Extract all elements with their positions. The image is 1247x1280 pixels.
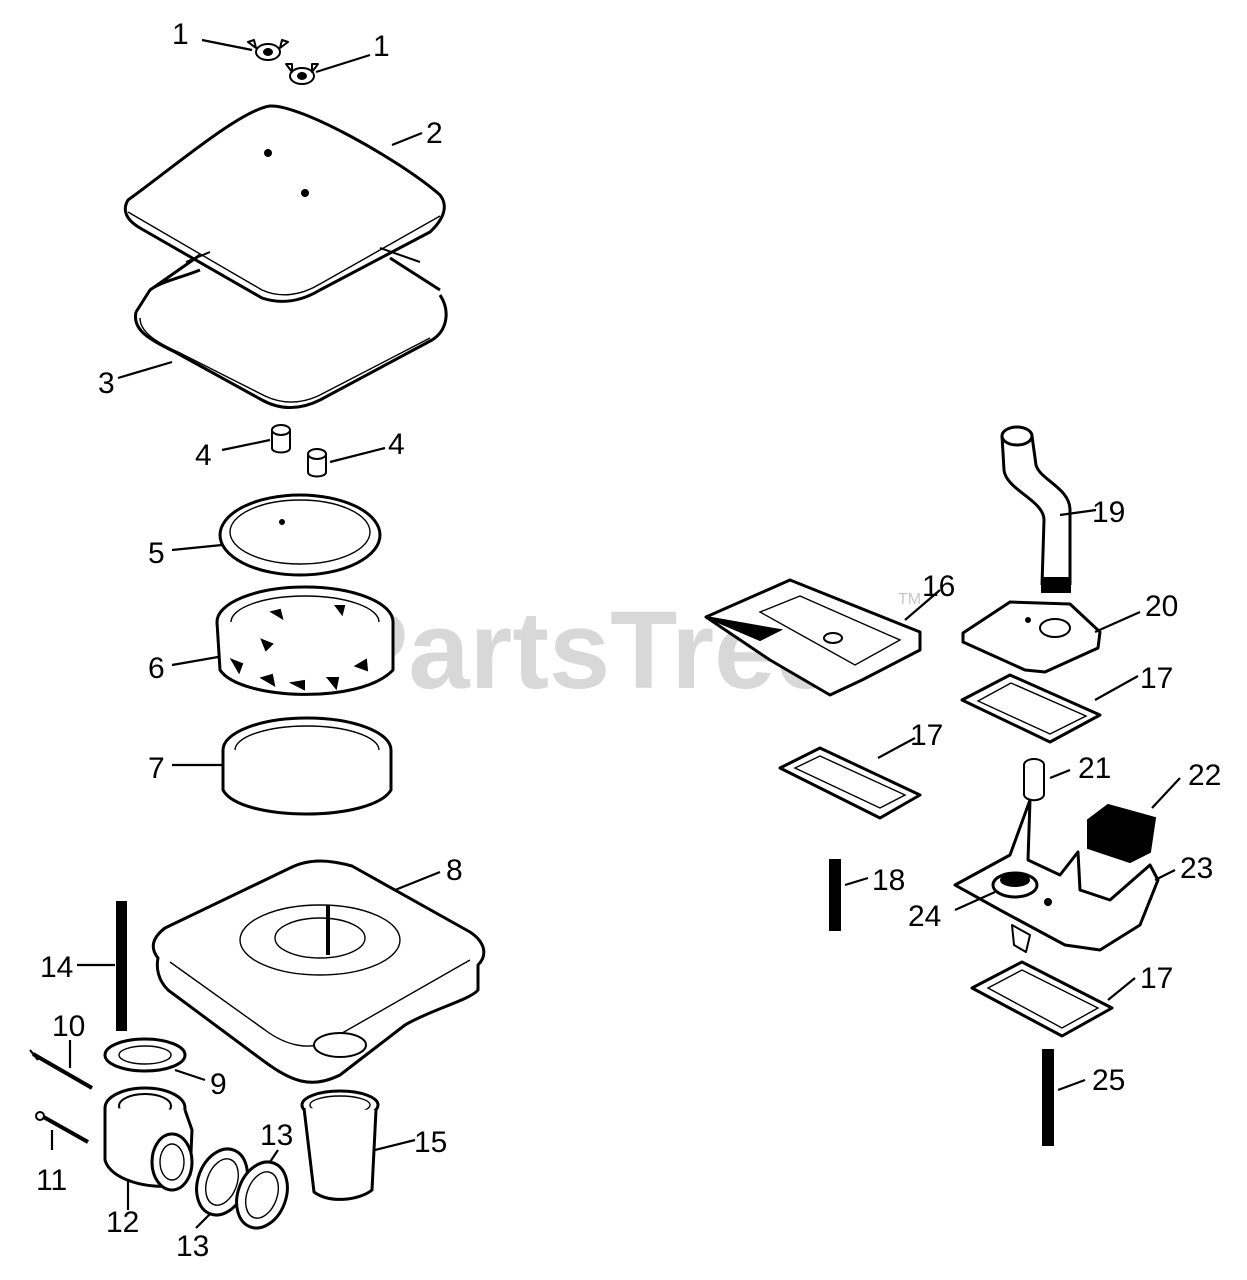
label-16: 16 xyxy=(922,570,955,603)
label-12: 12 xyxy=(106,1206,139,1239)
part-23-bracket-housing xyxy=(953,798,1160,953)
part-5-dish xyxy=(218,493,382,577)
part-12-elbow xyxy=(103,1086,194,1192)
label-4a: 4 xyxy=(195,439,212,472)
label-6: 6 xyxy=(148,652,165,685)
label-17a: 17 xyxy=(1140,662,1173,695)
label-13b: 13 xyxy=(176,1230,209,1263)
label-18: 18 xyxy=(872,864,905,897)
label-7: 7 xyxy=(148,752,165,785)
label-9: 9 xyxy=(210,1068,227,1101)
part-4-spacer-b xyxy=(307,448,327,478)
label-3: 3 xyxy=(98,367,115,400)
part-24-fitting xyxy=(991,871,1039,899)
label-24: 24 xyxy=(908,900,941,933)
watermark-trademark: TM xyxy=(898,591,921,608)
label-17c: 17 xyxy=(1140,962,1173,995)
part-14-stud xyxy=(116,901,127,1031)
part-7-filter-element xyxy=(221,716,393,816)
part-16-baffle-plate xyxy=(704,578,922,697)
label-1a: 1 xyxy=(172,18,189,51)
part-15-tube xyxy=(300,1089,380,1201)
label-20: 20 xyxy=(1145,590,1178,623)
label-10: 10 xyxy=(52,1010,85,1043)
part-2-cover xyxy=(123,104,446,303)
part-4-spacer-a xyxy=(271,424,291,454)
label-4b: 4 xyxy=(388,428,405,461)
part-10-screw xyxy=(29,1049,93,1090)
label-15: 15 xyxy=(414,1126,447,1159)
part-25-stud xyxy=(1042,1049,1054,1146)
part-1-wing-nut-a xyxy=(247,39,289,61)
label-8: 8 xyxy=(446,854,463,887)
label-19: 19 xyxy=(1092,496,1125,529)
leader-lines xyxy=(50,38,1181,1229)
label-13a: 13 xyxy=(260,1119,293,1152)
label-22: 22 xyxy=(1188,759,1221,792)
label-11: 11 xyxy=(36,1164,67,1197)
part-17-gasket-upper xyxy=(960,673,1102,744)
part-19-pipe xyxy=(1000,425,1072,593)
part-6-filter-ring xyxy=(215,585,395,696)
part-22-filter-block xyxy=(1087,803,1157,864)
label-5: 5 xyxy=(148,537,165,570)
label-2: 2 xyxy=(426,117,443,150)
part-21-spacer xyxy=(1023,758,1045,802)
part-labels: 1 1 2 3 4 4 5 6 7 8 9 10 11 12 13 13 14 … xyxy=(36,18,1221,1263)
label-21: 21 xyxy=(1078,752,1111,785)
part-20-housing-cover xyxy=(961,600,1102,674)
part-17-gasket-lower xyxy=(970,960,1114,1038)
part-9-gasket-ring xyxy=(103,1037,187,1073)
label-14: 14 xyxy=(40,951,73,984)
part-11-screw xyxy=(35,1111,89,1144)
part-17-gasket-left xyxy=(778,746,922,820)
label-17b: 17 xyxy=(910,719,943,752)
label-1b: 1 xyxy=(373,30,390,63)
part-18-stud xyxy=(829,859,841,931)
label-23: 23 xyxy=(1180,852,1213,885)
part-13-flange-gasket-b xyxy=(235,1160,289,1230)
part-3-gasket xyxy=(133,247,448,409)
part-8-base-tray xyxy=(151,859,486,1084)
part-1-wing-nut-b xyxy=(285,63,319,85)
label-25: 25 xyxy=(1092,1064,1125,1097)
